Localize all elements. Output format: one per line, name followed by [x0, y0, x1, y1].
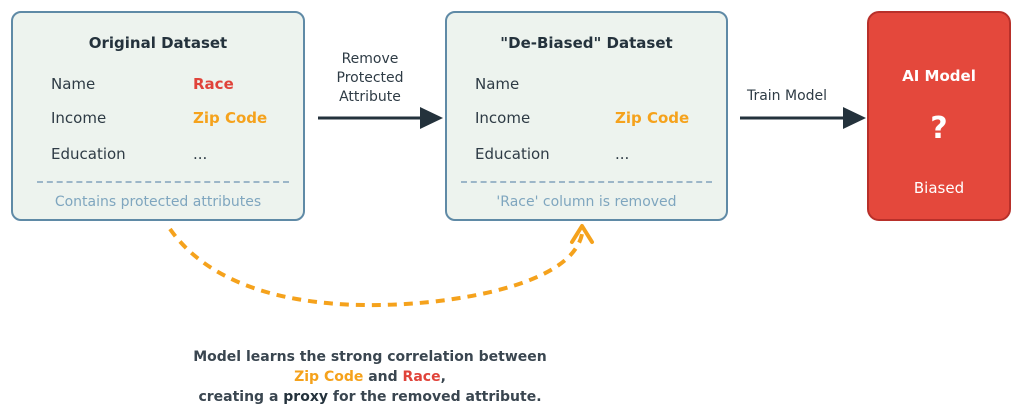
remove-protected-attribute-label: Remove Protected Attribute: [320, 50, 420, 107]
debiased-note: 'Race' column is removed: [496, 194, 677, 210]
remove-label-line1: Remove: [341, 51, 399, 67]
remove-attribute-arrowhead: [420, 107, 443, 129]
train-model-arrowhead: [843, 107, 866, 129]
debiased-row-education: Education: [475, 145, 550, 163]
debiased-row-name: Name: [475, 75, 520, 93]
original-note: Contains protected attributes: [54, 194, 262, 210]
caption-line3: creating a proxy for the removed attribu…: [150, 387, 590, 407]
original-row-name: Name: [51, 75, 96, 93]
proxy-correlation-arrowhead: [570, 224, 594, 244]
original-zip-code-attribute: Zip Code: [193, 109, 268, 127]
original-row-education: Education: [51, 145, 126, 163]
caption-line1: Model learns the strong correlation betw…: [193, 349, 547, 365]
original-divider: [37, 181, 289, 183]
ai-model-status: Biased: [913, 179, 965, 197]
question-mark-icon: ?: [930, 111, 948, 146]
debiased-row-income: Income: [475, 109, 531, 127]
original-dataset-box: Original Dataset Name Race Income Zip Co…: [11, 11, 305, 221]
debiased-dataset-box: "De-Biased" Dataset Name Income Zip Code…: [445, 11, 728, 221]
ai-model-title: AI Model: [902, 67, 976, 85]
caption-line3-post: for the removed attribute.: [332, 389, 542, 405]
caption-proxy: proxy: [283, 389, 328, 405]
debiased-divider: [461, 181, 712, 183]
caption-zip-code: Zip Code: [294, 369, 364, 385]
debiased-dataset-title: "De-Biased" Dataset: [500, 34, 673, 52]
caption-and: and: [368, 369, 398, 385]
original-dataset-title: Original Dataset: [88, 34, 228, 52]
caption-line3-pre: creating a: [198, 389, 279, 405]
remove-label-line3: Attribute: [339, 89, 401, 105]
original-race-attribute: Race: [193, 75, 234, 93]
train-model-label: Train Model: [746, 88, 828, 104]
remove-label-line2: Protected: [336, 70, 404, 86]
caption-race: Race: [402, 369, 441, 385]
debiased-zip-code-attribute: Zip Code: [615, 109, 690, 127]
proxy-explanation-caption: Model learns the strong correlation betw…: [150, 347, 590, 407]
original-row-ellipsis: ...: [193, 145, 208, 163]
caption-line2: Zip Code and Race,: [150, 367, 590, 387]
debiased-row-ellipsis: ...: [615, 145, 630, 163]
proxy-correlation-dashed-curve: [168, 227, 584, 308]
caption-comma: ,: [440, 369, 446, 385]
ai-model-box: AI Model ? Biased: [867, 11, 1011, 221]
original-row-income: Income: [51, 109, 107, 127]
